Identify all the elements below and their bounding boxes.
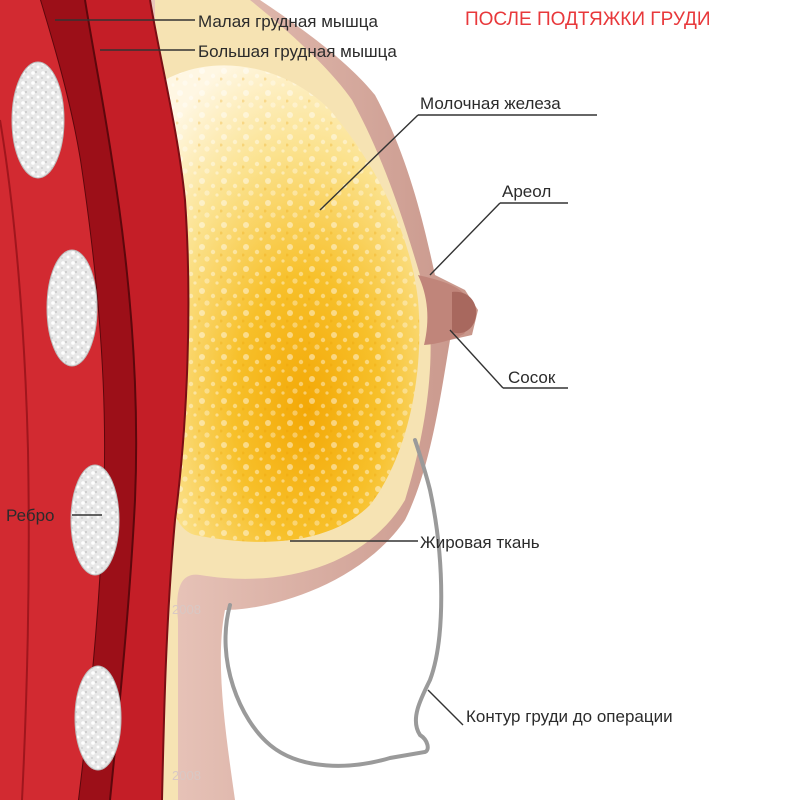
label-pre-op-contour: Контур груди до операции [466, 707, 673, 726]
pre-op-breast-contour [223, 438, 444, 768]
label-fat-tissue: Жировая ткань [420, 533, 540, 552]
rib-1 [11, 61, 65, 179]
leader-mammary-gland [319, 114, 419, 211]
leader-areola [429, 202, 501, 276]
rib-4 [74, 665, 122, 771]
label-pectoralis-minor: Малая грудная мышца [198, 12, 378, 31]
nipple [452, 291, 477, 334]
mammary-gland-texture [150, 65, 420, 542]
watermark-upper: 2008 [172, 602, 201, 617]
leader-nipple [449, 329, 504, 389]
page-title: ПОСЛЕ ПОДТЯЖКИ ГРУДИ [465, 9, 711, 30]
label-areola: Ареол [502, 182, 551, 201]
rib-2 [46, 249, 98, 367]
rib-cage-wall [0, 0, 105, 800]
rib-cage-inner-edge [0, 119, 30, 800]
pectoralis-minor [40, 0, 137, 800]
leader-pre-op-contour [427, 689, 464, 726]
label-pectoralis-major: Большая грудная мышца [198, 42, 397, 61]
pectoralis-boundary [84, 0, 138, 800]
watermark-lower: 2008 [172, 768, 201, 783]
label-nipple: Сосок [508, 368, 556, 387]
pectoralis-major [85, 0, 189, 800]
rib-3 [70, 464, 120, 576]
label-mammary-gland: Молочная железа [420, 94, 561, 113]
label-rib: Ребро [6, 506, 55, 525]
pectoralis-major-edge [149, 0, 190, 800]
